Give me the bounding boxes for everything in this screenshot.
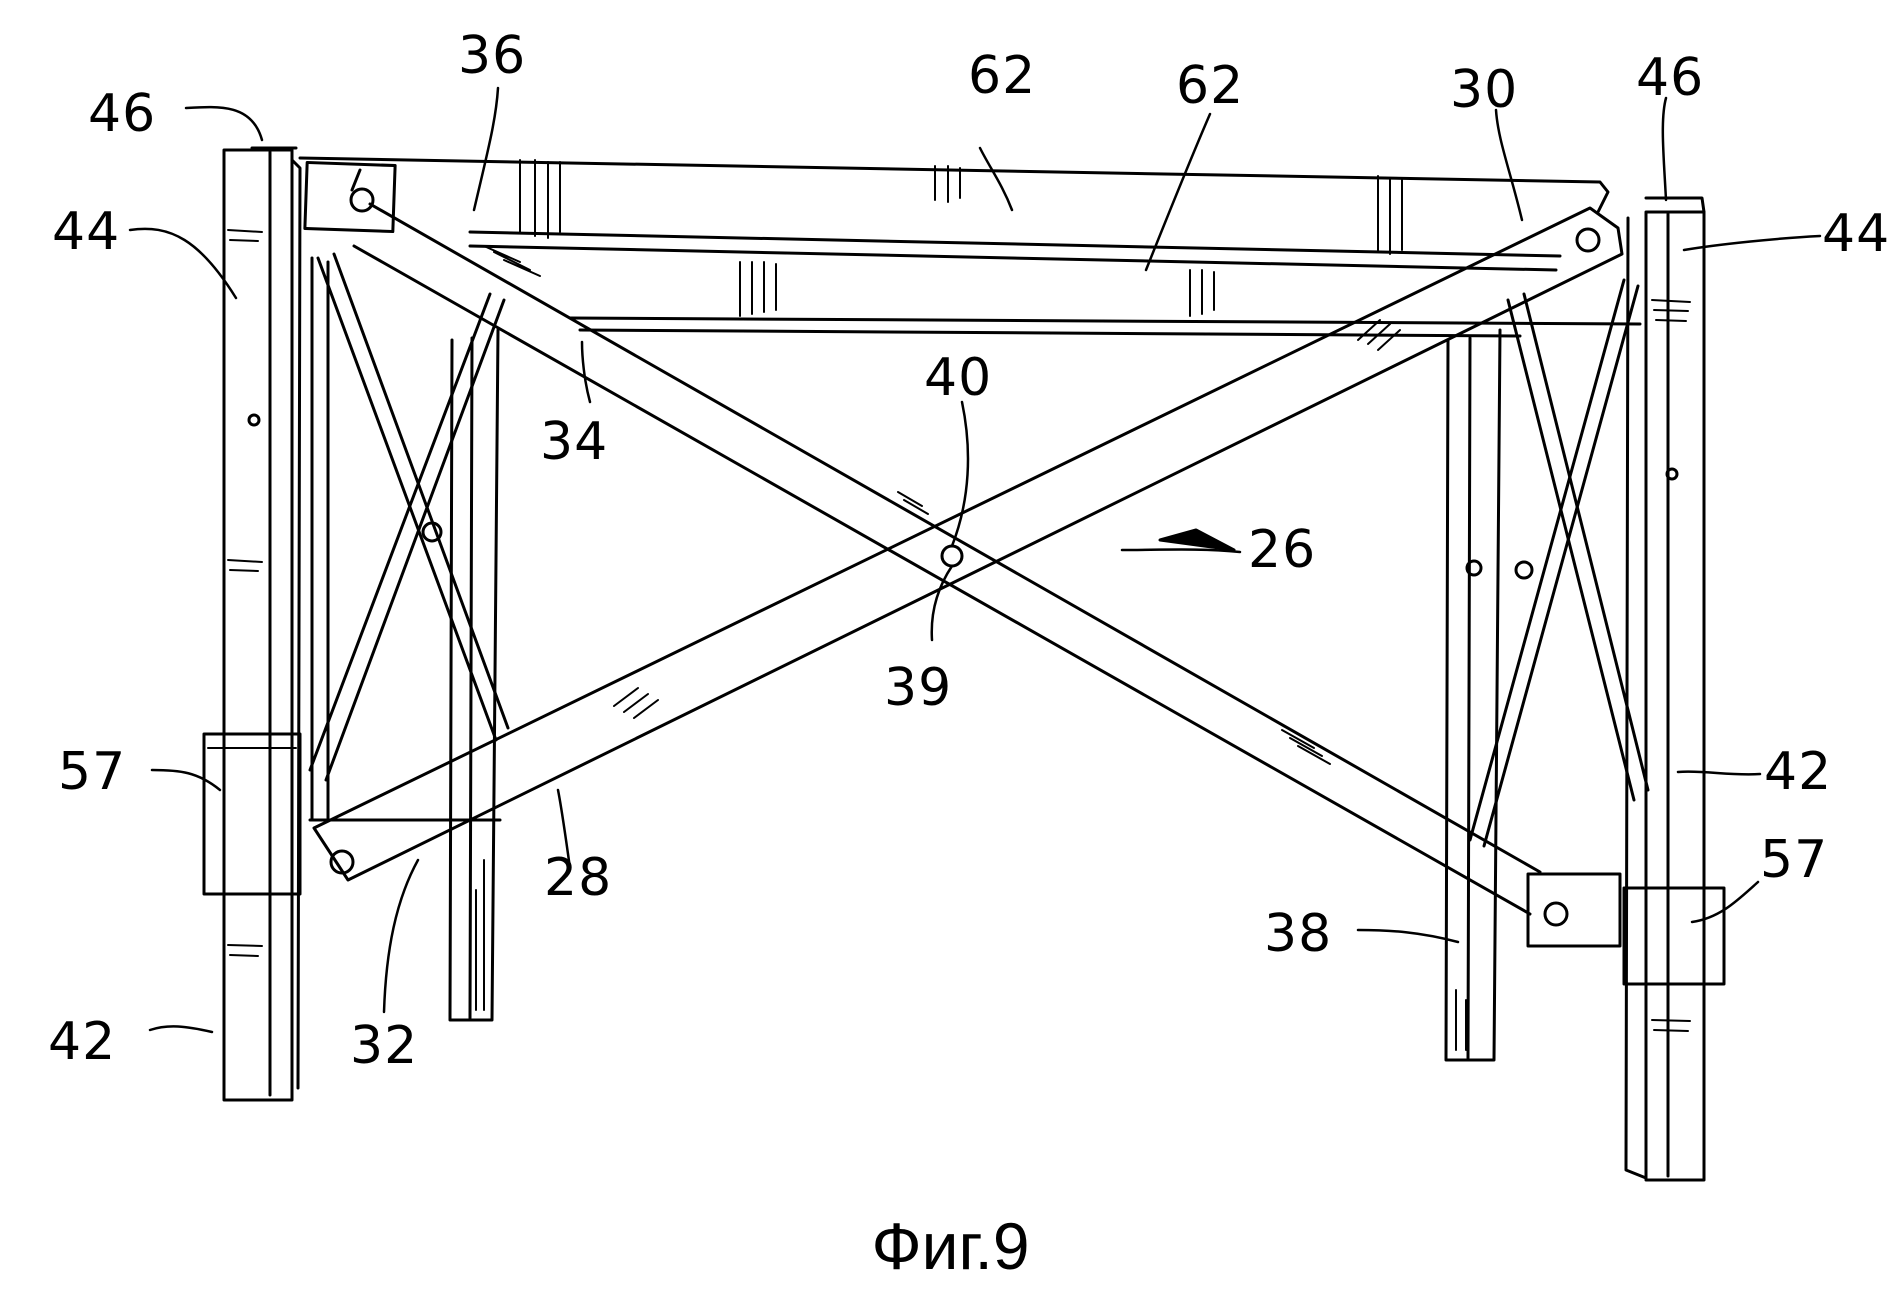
- figure-caption: Фиг.9: [0, 1208, 1901, 1284]
- label-57-left: 57: [58, 746, 126, 798]
- label-42-left: 42: [48, 1016, 116, 1068]
- label-26: 26: [1248, 524, 1316, 576]
- arrow-26: [1160, 530, 1234, 550]
- label-30: 30: [1450, 64, 1518, 116]
- leader-lines: [130, 88, 1820, 1032]
- right-post: [1626, 198, 1704, 1180]
- left-inner-leg: [310, 254, 508, 1020]
- label-57-right: 57: [1760, 834, 1828, 886]
- left-sleeve-57: [204, 734, 300, 894]
- label-34: 34: [540, 416, 608, 468]
- left-post: [224, 148, 300, 1100]
- label-44-left: 44: [52, 206, 120, 258]
- label-62-mid: 62: [1176, 60, 1244, 112]
- label-46-left: 46: [88, 88, 156, 140]
- label-38: 38: [1264, 908, 1332, 960]
- label-28: 28: [544, 852, 612, 904]
- right-inner-leg: [1446, 280, 1648, 1060]
- label-42-right-mid: 42: [1764, 746, 1832, 798]
- label-44-right: 44: [1822, 208, 1890, 260]
- label-46-right: 46: [1636, 52, 1704, 104]
- label-39: 39: [884, 662, 952, 714]
- pivot-39: [942, 546, 962, 566]
- end-plate-bottom-right: [1528, 874, 1620, 946]
- label-62-top: 62: [968, 50, 1036, 102]
- label-36: 36: [458, 30, 526, 82]
- diagonal-bar-34: [354, 204, 1540, 914]
- label-32: 32: [350, 1020, 418, 1072]
- label-40: 40: [924, 352, 992, 404]
- right-sleeve-57: [1624, 888, 1724, 984]
